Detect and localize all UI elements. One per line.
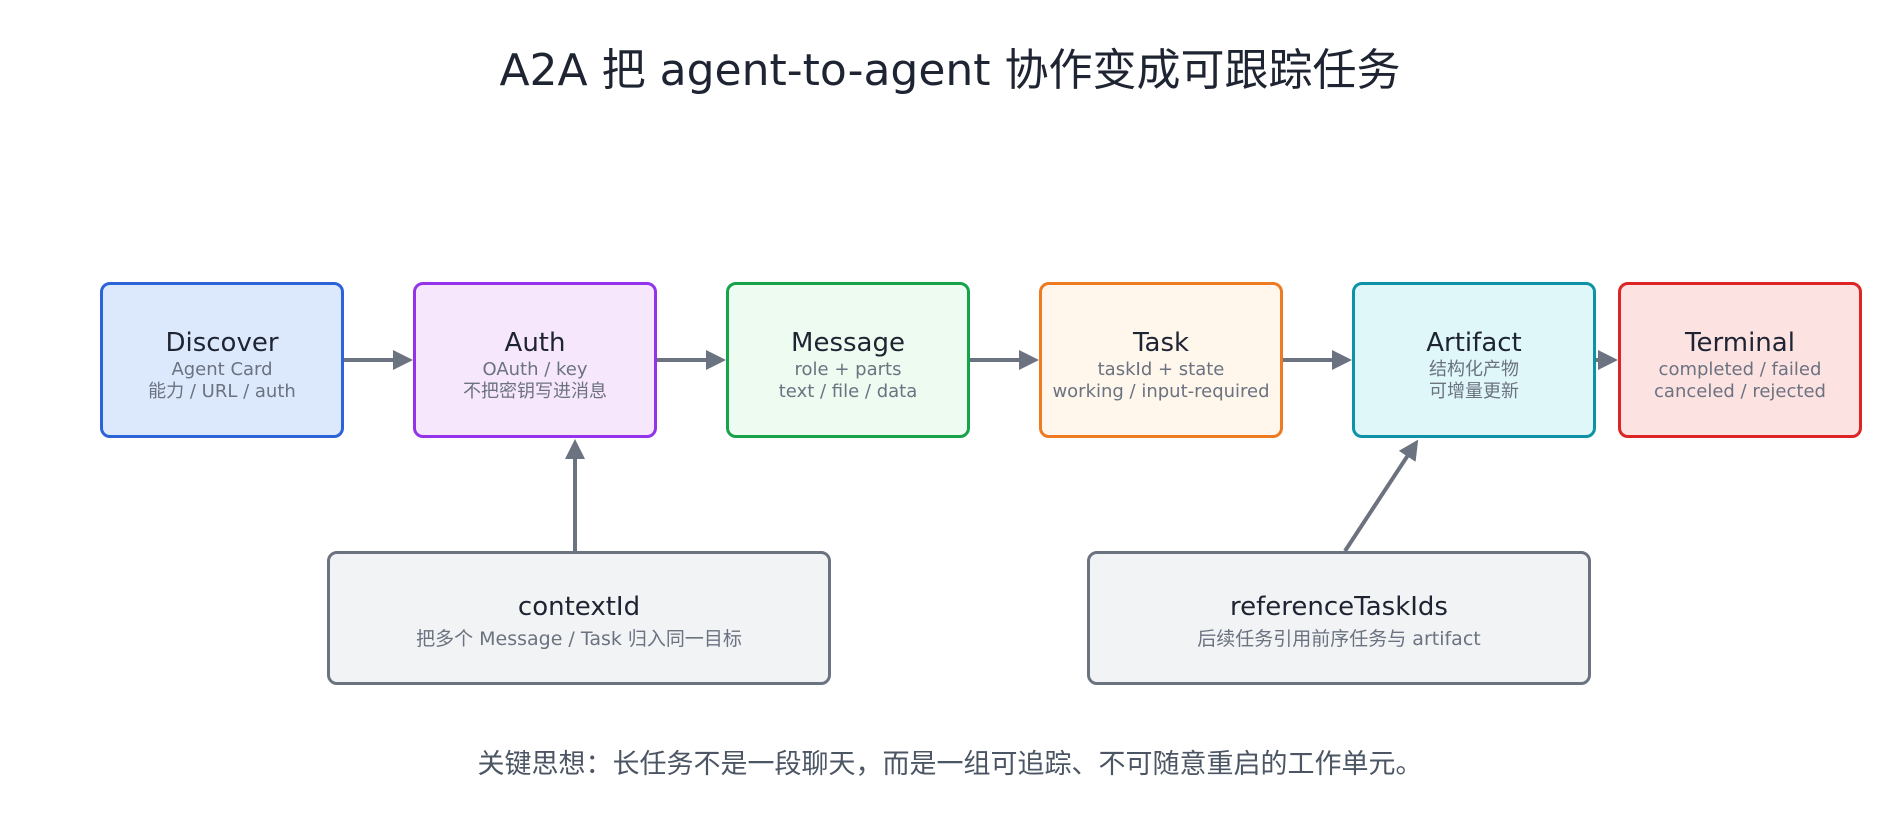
stage-name: Terminal [1685, 328, 1795, 358]
stage-name: Task [1132, 328, 1190, 358]
stage-detail: OAuth / key [482, 359, 588, 380]
diagram-title: A2A 把 agent-to-agent 协作变成可跟踪任务 [499, 45, 1401, 96]
stage-detail: 可增量更新 [1429, 381, 1519, 402]
stage-detail: role + parts [794, 359, 902, 380]
stage-detail: working / input-required [1052, 381, 1270, 402]
note-detail: 把多个 Message / Task 归入同一目标 [416, 628, 742, 650]
footer-caption: 关键思想：长任务不是一段聊天，而是一组可追踪、不可随意重启的工作单元。 [477, 749, 1423, 780]
stage-detail: 不把密钥写进消息 [463, 381, 607, 402]
arrow-reference-task-ids-to-artifact [1343, 439, 1419, 553]
stage-box-task: Task taskId + state working / input-requ… [1039, 282, 1283, 438]
stage-box-terminal: Terminal completed / failed canceled / r… [1618, 282, 1862, 438]
note-detail: 后续任务引用前序任务与 artifact [1197, 628, 1481, 650]
stage-name: Auth [504, 328, 566, 358]
note-name: referenceTaskIds [1230, 592, 1448, 622]
stage-box-auth: Auth OAuth / key 不把密钥写进消息 [413, 282, 657, 438]
stage-name: Discover [165, 328, 279, 358]
note-box-context-id: contextId 把多个 Message / Task 归入同一目标 [327, 551, 831, 685]
stage-detail: text / file / data [778, 381, 918, 402]
stage-name: Message [791, 328, 905, 358]
stage-detail: 结构化产物 [1429, 359, 1519, 380]
stage-name: Artifact [1426, 328, 1522, 358]
stage-box-discover: Discover Agent Card 能力 / URL / auth [100, 282, 344, 438]
stage-detail: taskId + state [1097, 359, 1225, 380]
stage-detail: Agent Card [171, 359, 273, 380]
stage-box-artifact: Artifact 结构化产物 可增量更新 [1352, 282, 1596, 438]
note-name: contextId [517, 592, 641, 622]
stage-box-message: Message role + parts text / file / data [726, 282, 970, 438]
stage-detail: completed / failed [1658, 359, 1822, 380]
stage-detail: canceled / rejected [1654, 381, 1826, 402]
note-box-reference-task-ids: referenceTaskIds 后续任务引用前序任务与 artifact [1087, 551, 1591, 685]
stage-detail: 能力 / URL / auth [148, 381, 296, 402]
